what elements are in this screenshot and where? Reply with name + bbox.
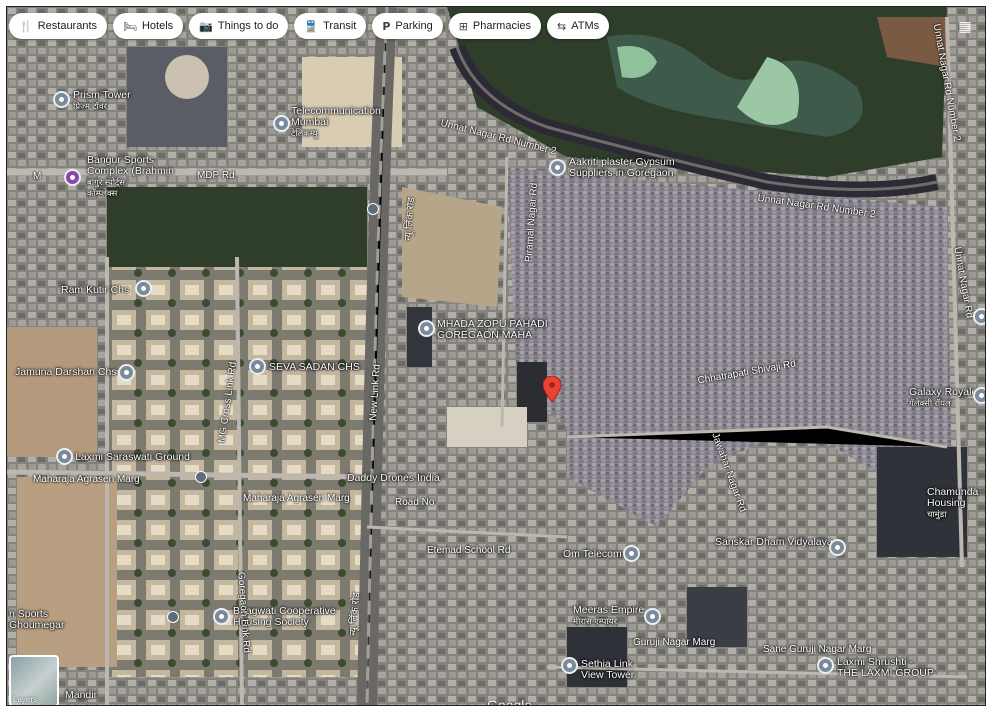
place-pin-icon[interactable] (135, 280, 152, 297)
chip-parking[interactable]: P Parking (372, 13, 443, 39)
road-label: Guruji Nagar Marg (633, 637, 716, 648)
chip-hotels[interactable]: 🛏 Hotels (113, 13, 184, 39)
chip-pharmacies[interactable]: ⊞ Pharmacies (448, 13, 541, 39)
bus-stop-icon[interactable] (167, 611, 179, 623)
chip-label: Pharmacies (472, 20, 531, 32)
sports-pin-icon[interactable] (64, 169, 81, 186)
satellite-map[interactable]: 🍴 Restaurants 🛏 Hotels 📷 Things to do 🚆 Tran… (6, 6, 986, 706)
place-pin-icon[interactable] (213, 608, 230, 625)
place-pin-icon[interactable] (644, 608, 661, 625)
road-label: Road No (395, 497, 435, 508)
atm-icon: ⇆ (557, 19, 567, 33)
place-pin-icon[interactable] (273, 115, 290, 132)
place-pin-icon[interactable] (249, 358, 266, 375)
place-pin-icon[interactable] (53, 91, 70, 108)
place-label[interactable]: Mandir (65, 689, 98, 701)
chip-atms[interactable]: ⇆ ATMs (547, 13, 610, 39)
place-pin-icon[interactable] (973, 387, 985, 404)
filter-chips: 🍴 Restaurants 🛏 Hotels 📷 Things to do 🚆 Tran… (7, 13, 610, 39)
place-pin-icon[interactable] (118, 364, 135, 381)
red-location-marker-icon[interactable] (543, 376, 561, 402)
place-label[interactable]: Sanskar Dham Vidyalaya (715, 536, 833, 548)
place-label[interactable]: Om Telecom (563, 548, 622, 560)
chip-label: Things to do (217, 20, 279, 32)
place-pin-icon[interactable] (549, 159, 566, 176)
place-pin-icon[interactable] (817, 657, 834, 674)
bus-stop-icon[interactable] (195, 471, 207, 483)
road-label: M (33, 171, 42, 182)
place-label[interactable]: Jamuna Darshan Chs (15, 366, 117, 378)
road-label: Maharaja Agrasen Marg (243, 493, 350, 504)
road-label: MDP Rd (197, 170, 235, 181)
pharmacy-icon: ⊞ (458, 19, 468, 33)
chip-label: Restaurants (37, 20, 98, 32)
layers-label: Layers (13, 695, 38, 704)
place-pin-icon[interactable] (561, 657, 578, 674)
chip-transit[interactable]: 🚆 Transit (294, 13, 367, 39)
place-label[interactable]: SEVA SADAN CHS (269, 361, 360, 373)
place-pin-icon[interactable] (418, 320, 435, 337)
place-label[interactable]: Laxmi Shrushti -THE LAXMI GROUP (837, 656, 934, 679)
place-pin-icon[interactable] (829, 539, 846, 556)
fork-knife-icon: 🍴 (19, 19, 33, 33)
train-icon: 🚆 (304, 19, 319, 33)
place-label[interactable]: Daddy Drones India (347, 472, 440, 484)
parking-icon: P (382, 19, 391, 33)
road-label: Sane Guruji Nagar Marg (763, 644, 872, 655)
chip-restaurants[interactable]: 🍴 Restaurants (9, 13, 108, 39)
place-pin-icon[interactable] (623, 545, 640, 562)
chip-label: Parking (395, 20, 433, 32)
road-label: Maharaja Agrasen Marg (33, 474, 140, 485)
chip-things-to-do[interactable]: 📷 Things to do (189, 13, 289, 39)
chip-label: Transit (323, 20, 357, 32)
place-pin-icon[interactable] (56, 448, 73, 465)
place-label[interactable]: Laxmi Saraswati Ground (75, 451, 190, 463)
satellite-imagery (7, 7, 985, 705)
layers-button[interactable]: Layers (9, 655, 59, 705)
road-label: Etemad School Rd (427, 545, 511, 556)
place-pin-icon[interactable] (973, 308, 985, 325)
apps-grid-icon[interactable]: ▦ (958, 19, 972, 35)
bed-icon: 🛏 (123, 19, 137, 33)
chip-label: Hotels (141, 20, 174, 32)
camera-icon: 📷 (199, 19, 213, 33)
google-logo: Google (487, 697, 533, 706)
place-label[interactable]: Ram Kutir Chs (61, 284, 130, 296)
chip-label: ATMs (571, 20, 600, 32)
bus-stop-icon[interactable] (367, 203, 379, 215)
